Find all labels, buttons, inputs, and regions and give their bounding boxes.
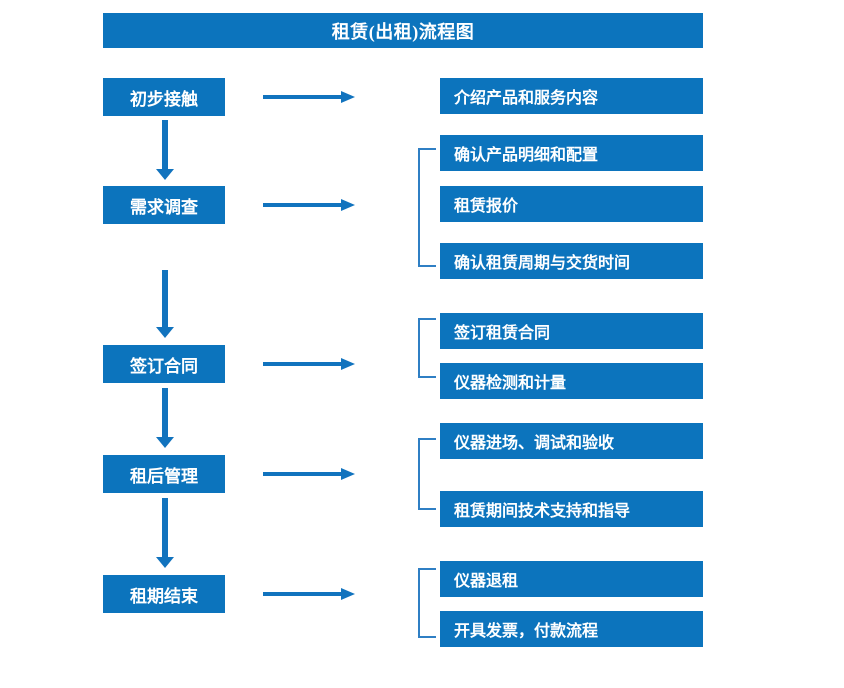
arrow-head (156, 327, 174, 338)
group-bracket-demand-survey (418, 148, 436, 267)
detail-box-technical-support[interactable]: 租赁期间技术支持和指导 (440, 491, 703, 527)
arrow-head (156, 169, 174, 180)
arrow-head (156, 557, 174, 568)
detail-box-invoice-payment[interactable]: 开具发票，付款流程 (440, 611, 703, 647)
vertical-arrow-3 (156, 388, 174, 448)
arrow-shaft (162, 120, 168, 169)
arrow-shaft (162, 270, 168, 327)
stage-box-initial-contact[interactable]: 初步接触 (103, 78, 225, 116)
detail-box-instrument-testing[interactable]: 仪器检测和计量 (440, 363, 703, 399)
arrow-shaft (263, 362, 341, 366)
arrow-head (341, 468, 355, 480)
arrow-head (156, 437, 174, 448)
group-bracket-sign-contract (418, 318, 436, 378)
detail-box-confirm-spec[interactable]: 确认产品明细和配置 (440, 135, 703, 171)
stage-box-sign-contract[interactable]: 签订合同 (103, 345, 225, 383)
diagram-title: 租赁(出租)流程图 (103, 13, 703, 48)
vertical-arrow-1 (156, 120, 174, 180)
horizontal-arrow-3 (263, 356, 355, 372)
horizontal-arrow-1 (263, 89, 355, 105)
arrow-head (341, 588, 355, 600)
arrow-head (341, 199, 355, 211)
detail-box-introduce-products[interactable]: 介绍产品和服务内容 (440, 78, 703, 114)
arrow-head (341, 91, 355, 103)
stage-box-demand-survey[interactable]: 需求调查 (103, 186, 225, 224)
detail-box-onsite-commission[interactable]: 仪器进场、调试和验收 (440, 423, 703, 459)
group-bracket-post-rent-mgmt (418, 438, 436, 510)
vertical-arrow-2 (156, 270, 174, 338)
arrow-shaft (263, 203, 341, 207)
horizontal-arrow-2 (263, 197, 355, 213)
detail-box-rental-quote[interactable]: 租赁报价 (440, 186, 703, 222)
arrow-shaft (162, 498, 168, 557)
arrow-shaft (263, 472, 341, 476)
detail-box-sign-lease-contract[interactable]: 签订租赁合同 (440, 313, 703, 349)
detail-box-confirm-period[interactable]: 确认租赁周期与交货时间 (440, 243, 703, 279)
arrow-shaft (162, 388, 168, 437)
arrow-head (341, 358, 355, 370)
stage-box-post-rent-mgmt[interactable]: 租后管理 (103, 455, 225, 493)
stage-box-lease-end[interactable]: 租期结束 (103, 575, 225, 613)
horizontal-arrow-4 (263, 466, 355, 482)
group-bracket-lease-end (418, 568, 436, 638)
detail-box-instrument-return[interactable]: 仪器退租 (440, 561, 703, 597)
horizontal-arrow-5 (263, 586, 355, 602)
vertical-arrow-4 (156, 498, 174, 568)
arrow-shaft (263, 95, 341, 99)
arrow-shaft (263, 592, 341, 596)
